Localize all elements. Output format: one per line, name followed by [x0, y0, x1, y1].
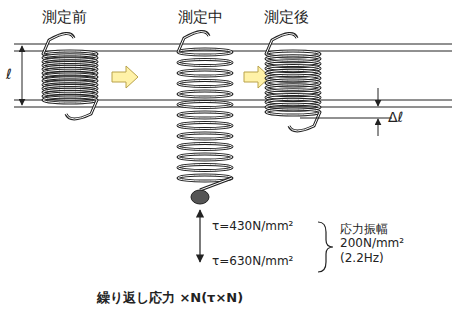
spring-wire-core: [266, 109, 320, 115]
dimension-label: Δℓ: [388, 109, 403, 126]
stress-label: τ=430N/mm²: [212, 219, 293, 233]
plates: [14, 44, 452, 107]
spring-wire-core: [200, 178, 232, 190]
spring-wire: [66, 100, 97, 119]
stage-label: 測定前: [42, 8, 87, 26]
spring-wire: [178, 112, 232, 118]
spring-wire: [266, 33, 297, 54]
length-dimension: [22, 46, 23, 105]
spring-wire: [178, 164, 232, 170]
spring-wire: [289, 112, 320, 131]
brace: [318, 222, 333, 272]
spring-wire-core: [66, 100, 97, 119]
dimension-label: ℓ: [6, 66, 12, 83]
caption: 繰り返し応力 ×N(τ×N): [97, 290, 243, 306]
spring-wire: [178, 143, 232, 149]
spring-wire-core: [178, 80, 232, 86]
spring-wire-core: [178, 143, 232, 149]
spring-wire: [178, 80, 232, 86]
spring-wire-core: [289, 112, 320, 131]
spring-wire-core: [266, 33, 297, 54]
amplitude-note: 応力振幅 200N/mm² (2.2Hz): [340, 222, 412, 265]
spring-wire-core: [178, 91, 232, 97]
springs: [43, 31, 320, 190]
stage-label: 測定後: [264, 8, 309, 26]
spring-wire-core: [43, 33, 74, 54]
stress-label: τ=630N/mm²: [212, 254, 293, 268]
spring-wire-core: [178, 164, 232, 170]
spring-wire: [178, 91, 232, 97]
spring-wire: [178, 31, 209, 52]
stress-arrow: [199, 210, 200, 262]
spring-wire-core: [178, 59, 232, 65]
spring-wire-core: [178, 70, 232, 76]
spring-wire: [43, 33, 74, 54]
spring-wire: [200, 178, 232, 190]
spring-wire-core: [178, 122, 232, 128]
spring-wire-core: [178, 49, 232, 55]
spring-wire: [178, 122, 232, 128]
move-arrows: [112, 66, 270, 88]
spring-wire: [178, 70, 232, 76]
stage-label: 測定中: [178, 8, 223, 26]
spring-wire: [43, 97, 97, 103]
spring-wire: [178, 154, 232, 160]
spring-wire: [178, 133, 232, 139]
spring-wire-core: [178, 31, 209, 52]
spring-wire: [178, 59, 232, 65]
spring-wire-core: [178, 154, 232, 160]
delta-dimension: [300, 88, 392, 136]
spring-wire: [178, 49, 232, 55]
spring-wire-core: [43, 97, 97, 103]
spring-wire-core: [178, 112, 232, 118]
spring-wire: [266, 109, 320, 115]
spring-wire-core: [178, 133, 232, 139]
weight: [191, 190, 209, 204]
spring-wire: [178, 101, 232, 107]
spring-wire-core: [178, 101, 232, 107]
